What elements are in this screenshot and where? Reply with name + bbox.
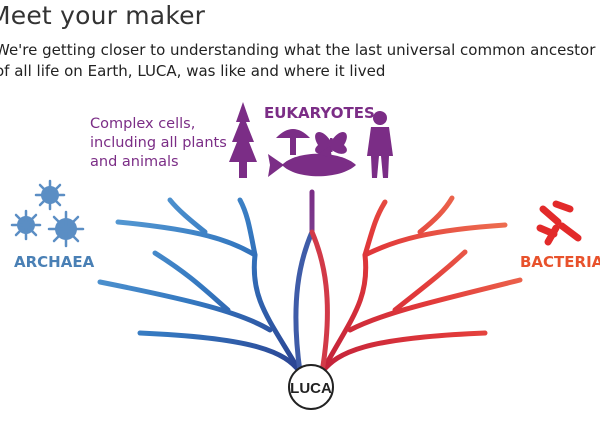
archaea-label: ARCHAEA <box>14 253 95 271</box>
mushroom-icon <box>276 129 310 155</box>
human-icon <box>367 111 393 178</box>
luca-label: LUCA <box>290 380 332 397</box>
eukaryotes-note-line-1: Complex cells, <box>90 116 196 132</box>
bacteria-branches <box>319 195 523 375</box>
eukaryotes-label: EUKARYOTES <box>264 104 375 122</box>
archaea-branches <box>97 197 303 375</box>
subtitle-line-1: We're getting closer to understanding wh… <box>0 41 596 59</box>
fish-icon <box>268 146 356 177</box>
eukaryote-branch <box>293 189 330 375</box>
eukaryotes-note-line-3: and animals <box>90 154 179 170</box>
eukaryotes-note: Complex cells, including all plants and … <box>90 115 227 172</box>
page-subtitle: We're getting closer to understanding wh… <box>0 40 600 82</box>
bacteria-label: BACTERIA <box>520 253 600 271</box>
subtitle-line-2: of all life on Earth, LUCA, was like and… <box>0 62 386 80</box>
page-title: Meet your maker <box>0 1 206 30</box>
virus-cluster-icon <box>10 179 85 248</box>
butterfly-icon <box>315 131 347 154</box>
eukaryotes-note-line-2: including all plants <box>90 135 227 151</box>
bacteria-icon <box>536 200 582 246</box>
luca-node: LUCA <box>288 364 334 410</box>
tree-icon <box>229 102 257 178</box>
